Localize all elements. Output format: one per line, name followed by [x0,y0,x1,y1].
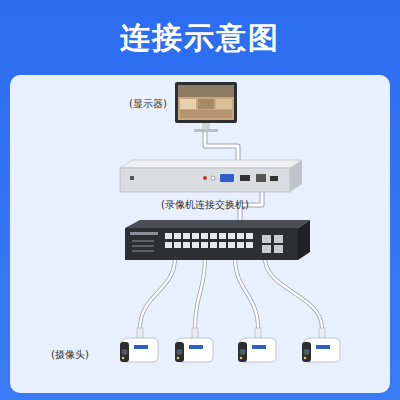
panel [10,75,390,393]
nvr-recorder [120,160,302,192]
monitor [175,82,237,132]
device-label: (录像机连接交换机) [161,198,249,212]
camera [120,328,158,362]
network-switch [125,220,310,260]
camera [302,328,340,362]
camera [175,328,213,362]
device-label: (摄像头) [51,348,89,362]
cameras [120,328,340,362]
device-label: (显示器) [129,97,167,111]
camera [238,328,276,362]
diagram-title: 连接示意图 [120,18,280,59]
